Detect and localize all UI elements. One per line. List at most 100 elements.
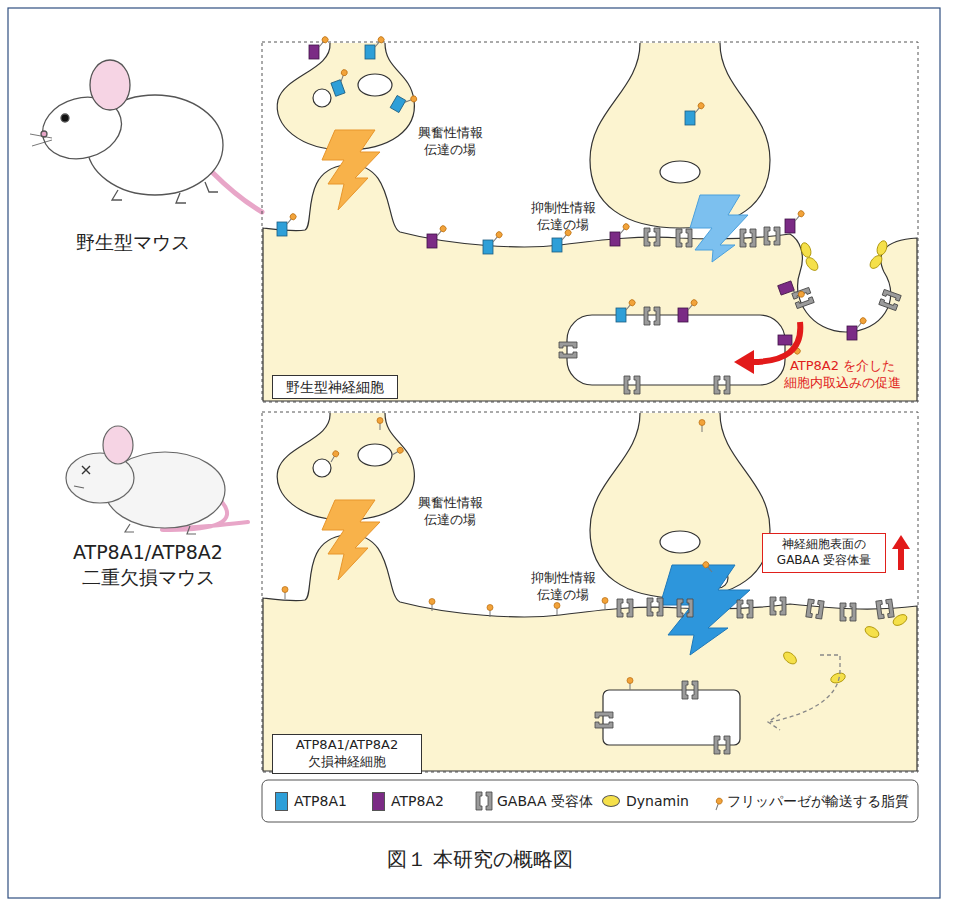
synaptic-vesicle xyxy=(358,74,392,96)
synaptic-vesicle xyxy=(313,89,331,107)
synaptic-vesicle xyxy=(313,459,331,477)
legend-text: ATP8A1 xyxy=(294,792,347,810)
lipid-symbol xyxy=(627,678,633,691)
atp8a2-symbol xyxy=(427,224,447,248)
dynamin-symbol xyxy=(868,253,885,270)
knockout-mouse xyxy=(66,426,248,534)
dynamin-symbol xyxy=(781,650,798,667)
legend-frame xyxy=(262,780,918,822)
legend-entry: ATP8A2 xyxy=(372,792,444,811)
atp8a1-symbol xyxy=(277,212,297,236)
atp8a1-symbol xyxy=(390,87,419,118)
gaba-receptor-symbol xyxy=(647,598,663,616)
gaba-receptor-symbol xyxy=(682,681,698,699)
atp8a2-symbol xyxy=(309,35,329,59)
wild-type-mouse xyxy=(30,60,262,212)
atp8a1-symbol xyxy=(616,298,636,322)
gaba-receptor-symbol xyxy=(740,229,756,247)
excitatory-signal xyxy=(322,130,380,210)
site-label: 興奮性情報 伝達の場 xyxy=(413,125,487,159)
atp8a2-symbol xyxy=(610,222,630,246)
gaba-receptor-symbol xyxy=(559,342,577,358)
knockout-panel xyxy=(262,412,918,772)
arrow-head xyxy=(892,535,910,549)
endocytosis-arrow xyxy=(752,322,800,362)
box-text: ATP8A1/ATP8A2 欠損神経細胞 xyxy=(277,737,417,771)
postsynaptic-neuron xyxy=(263,165,917,401)
lipid-symbol xyxy=(328,450,339,464)
arrow-head xyxy=(734,350,754,374)
legend-lipid-sample xyxy=(713,797,723,811)
mouse-feet xyxy=(125,524,196,534)
gaba-receptor-symbol xyxy=(714,376,730,394)
lipid-symbol xyxy=(282,587,288,600)
gaba-receptor-symbol xyxy=(644,228,660,246)
mouse-eye xyxy=(61,114,69,122)
gaba-receptor-symbol xyxy=(624,376,640,394)
mouse-mouth xyxy=(74,486,84,488)
knockout-neuron xyxy=(263,413,917,771)
figure-frame xyxy=(8,8,940,898)
legend-text: ATP8A2 xyxy=(391,792,444,810)
membrane-lipids xyxy=(282,418,714,691)
synaptic-vesicle xyxy=(358,444,392,466)
legend-text: フリッパーゼが輸送する脂質 xyxy=(727,792,909,810)
legend-entry: GABAA 受容体 xyxy=(497,792,593,810)
lipid-symbol xyxy=(699,420,705,433)
gaba-receptor-symbol xyxy=(595,712,613,728)
cell-label-box: ATP8A1/ATP8A2 欠損神経細胞 xyxy=(272,734,422,774)
gaba-receptor-symbol xyxy=(714,736,730,754)
atp8a2-symbol xyxy=(778,278,807,305)
excitatory-signal xyxy=(322,500,380,580)
dynamin-symbol xyxy=(875,239,889,256)
gaba-receptor-symbol xyxy=(677,599,693,617)
gaba-receptor-symbol xyxy=(764,227,780,245)
dynamin-symbol xyxy=(829,671,846,685)
lipid-symbol xyxy=(554,603,560,616)
inhibitory-terminal xyxy=(590,43,770,228)
arrow-head xyxy=(768,714,780,730)
atp8a2-symbol xyxy=(847,316,867,340)
site-label: 抑制性情報 伝達の場 xyxy=(526,200,600,234)
atp8a1-symbol xyxy=(552,228,572,252)
mouse-label: 野生型マウス xyxy=(45,230,220,255)
atp8a1-symbol xyxy=(328,67,355,96)
cell-label-box: 野生型神経細胞 xyxy=(272,375,398,399)
legend-swatch xyxy=(602,795,620,807)
legend-text: GABAA 受容体 xyxy=(497,792,593,810)
gaba-receptor-symbol xyxy=(876,599,894,619)
mouse-ear xyxy=(103,426,133,464)
membrane-proteins xyxy=(277,35,901,394)
figure-caption: 図１ 本研究の概略図 xyxy=(0,846,960,872)
mouse-feet xyxy=(112,182,218,203)
inhibitory-signal xyxy=(660,565,750,655)
legend-text: Dynamin xyxy=(626,792,689,810)
site-label: 興奮性情報 伝達の場 xyxy=(413,495,487,529)
gaba-receptor-symbol xyxy=(840,603,856,621)
gaba-receptor-symbol xyxy=(676,229,692,247)
gaba-receptor-symbol xyxy=(644,307,660,325)
mouse-tail xyxy=(212,172,262,212)
atp8a2-symbol xyxy=(785,209,805,233)
increase-arrow xyxy=(898,548,904,570)
box-text: 神経細胞表面の GABAA 受容体量 xyxy=(767,537,881,568)
result-box: 神経細胞表面の GABAA 受容体量 xyxy=(762,533,886,573)
dynamin-symbol xyxy=(799,241,813,258)
gaba-receptor-symbol xyxy=(879,289,901,310)
inhibitory-signal xyxy=(690,195,748,262)
legend-swatch xyxy=(275,792,288,811)
wild-type-panel xyxy=(262,42,918,402)
gaba-receptor-symbol xyxy=(806,599,824,619)
atp8a1-symbol xyxy=(365,35,385,59)
gaba-receptor-symbol xyxy=(737,600,753,618)
mouse-ear xyxy=(90,60,130,110)
legend-entry: ATP8A1 xyxy=(275,792,347,811)
gaba-receptor-symbol xyxy=(617,599,633,617)
gaba-receptor-symbol xyxy=(770,597,786,615)
dynamin-symbol xyxy=(804,255,821,272)
atp8a2-symbol xyxy=(678,298,698,322)
dynamin-symbol xyxy=(891,612,908,627)
atp8a1-symbol xyxy=(685,101,705,125)
mouse-eye-cross xyxy=(82,466,90,474)
